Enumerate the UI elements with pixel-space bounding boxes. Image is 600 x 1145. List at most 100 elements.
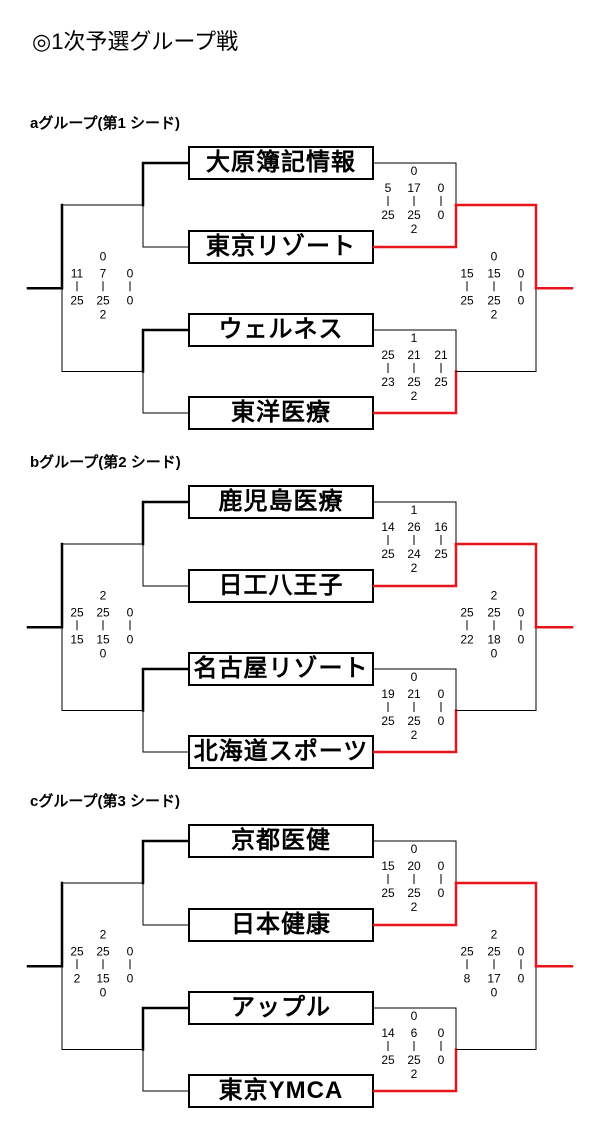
bracket-line-bold: [26, 542, 64, 629]
sets-won-top: 0: [491, 249, 498, 263]
set-score-bottom: 25: [434, 547, 448, 561]
set-score-top: 0: [438, 687, 445, 701]
set-score-top: 6: [411, 1026, 418, 1040]
sets-won-bottom: 0: [491, 985, 498, 999]
set-score-bottom: 0: [518, 632, 525, 646]
bracket-line-bold: [141, 328, 190, 373]
team-box: 日工八王子: [188, 569, 374, 603]
bracket-line: [142, 668, 189, 753]
set-score-top: 0: [518, 944, 525, 958]
bracket-line: [455, 965, 537, 1050]
set-score-top: 21: [434, 348, 448, 362]
bracket-line-bold: [141, 667, 190, 712]
set-score-bottom: 2: [74, 971, 81, 985]
team-box: 日本健康: [188, 908, 374, 942]
sets-won-top: 0: [411, 670, 418, 684]
sets-won-bottom: 0: [491, 646, 498, 660]
set-score-bottom: 25: [381, 714, 395, 728]
set-score-bottom: 25: [407, 375, 421, 389]
sets-won-bottom: 2: [411, 728, 418, 742]
team-box: 大原簿記情報: [188, 146, 374, 180]
team-box: 東京リゾート: [188, 230, 374, 264]
set-score-top: 19: [381, 687, 395, 701]
bracket-line: [455, 287, 537, 372]
set-score-bottom: 0: [518, 971, 525, 985]
page-title: ◎1次予選グループ戦: [32, 29, 239, 54]
bracket-line: [373, 162, 457, 206]
sets-won-top: 2: [491, 927, 498, 941]
set-score-top: 0: [127, 266, 134, 280]
set-score-bottom: 0: [438, 208, 445, 222]
set-score-bottom: 24: [407, 547, 421, 561]
sets-won-top: 1: [411, 503, 418, 517]
set-score-bottom: 18: [487, 632, 501, 646]
set-score-bottom: 0: [438, 1053, 445, 1067]
set-score-bottom: 25: [381, 547, 395, 561]
bracket-line-bold: [141, 1006, 190, 1051]
set-score-bottom: 17: [487, 971, 501, 985]
sets-won-bottom: 2: [411, 222, 418, 236]
set-score-top: 25: [487, 605, 501, 619]
set-score-top: 0: [127, 605, 134, 619]
sets-won-top: 2: [100, 588, 107, 602]
team-box: 鹿児島医療: [188, 485, 374, 519]
bracket-line-bold: [141, 161, 190, 207]
sets-won-top: 0: [411, 1009, 418, 1023]
team-box: 京都医健: [188, 824, 374, 858]
set-score-bottom: 25: [96, 293, 110, 307]
set-score-bottom: 15: [70, 632, 84, 646]
set-score-top: 14: [381, 520, 395, 534]
set-score-bottom: 25: [407, 1053, 421, 1067]
set-score-top: 21: [407, 687, 421, 701]
team-box: 東京YMCA: [188, 1074, 374, 1108]
set-score-bottom: 0: [438, 886, 445, 900]
sets-won-bottom: 0: [100, 985, 107, 999]
set-score-top: 25: [487, 944, 501, 958]
set-score-top: 16: [434, 520, 448, 534]
set-score-top: 25: [460, 944, 474, 958]
sets-won-top: 0: [411, 164, 418, 178]
set-score-top: 25: [381, 348, 395, 362]
team-box: 東洋医療: [188, 396, 374, 430]
set-score-top: 0: [518, 605, 525, 619]
bracket-line: [142, 840, 189, 926]
set-score-bottom: 25: [381, 1053, 395, 1067]
bracket-line: [142, 501, 189, 587]
set-score-top: 14: [381, 1026, 395, 1040]
bracket-line-bold: [141, 839, 190, 885]
bracket-line-bold: [141, 500, 190, 546]
group-title-b: bグループ(第2 シード): [30, 454, 181, 471]
set-score-top: 0: [438, 859, 445, 873]
sets-won-top: 0: [100, 249, 107, 263]
set-score-top: 0: [127, 944, 134, 958]
set-score-bottom: 0: [518, 293, 525, 307]
winner-line: [372, 542, 458, 588]
set-score-bottom: 22: [460, 632, 474, 646]
set-score-top: 7: [100, 266, 107, 280]
set-score-top: 15: [381, 859, 395, 873]
winner-line: [372, 1048, 458, 1093]
set-score-bottom: 0: [438, 714, 445, 728]
sets-won-bottom: 2: [411, 389, 418, 403]
winner-line: [372, 370, 458, 415]
bracket-line: [455, 626, 537, 711]
set-score-bottom: 15: [96, 632, 110, 646]
team-box: 北海道スポーツ: [188, 735, 374, 769]
sets-won-bottom: 0: [100, 646, 107, 660]
set-score-top: 17: [407, 181, 421, 195]
set-score-top: 15: [460, 266, 474, 280]
winner-line: [372, 709, 458, 754]
set-score-bottom: 25: [70, 293, 84, 307]
set-score-bottom: 25: [381, 886, 395, 900]
bracket-line: [142, 1007, 189, 1092]
set-score-top: 25: [96, 605, 110, 619]
sets-won-bottom: 2: [491, 307, 498, 321]
group-title-c: cグループ(第3 シード): [30, 793, 180, 810]
sets-won-top: 2: [491, 588, 498, 602]
set-score-top: 26: [407, 520, 421, 534]
winner-line: [454, 542, 538, 629]
set-score-bottom: 23: [381, 375, 395, 389]
sets-won-bottom: 2: [100, 307, 107, 321]
set-score-bottom: 25: [460, 293, 474, 307]
set-score-bottom: 0: [127, 293, 134, 307]
